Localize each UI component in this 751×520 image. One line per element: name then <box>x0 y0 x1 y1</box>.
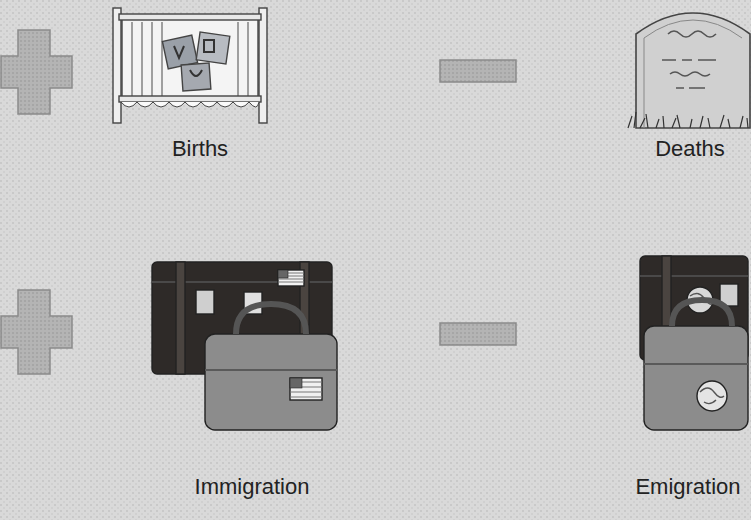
plus-sign <box>1 290 72 374</box>
suitcases-picture <box>640 256 748 430</box>
caption-label: Emigration <box>635 474 740 500</box>
caption-label: Deaths <box>655 136 725 162</box>
suitcases-picture <box>152 262 337 430</box>
caption-label: Immigration <box>195 474 310 500</box>
minus-sign <box>440 60 516 82</box>
caption-label: Births <box>172 136 228 162</box>
crib-picture <box>113 8 267 123</box>
tombstone-picture <box>628 13 750 128</box>
plus-sign <box>1 30 72 114</box>
minus-sign <box>440 323 516 345</box>
